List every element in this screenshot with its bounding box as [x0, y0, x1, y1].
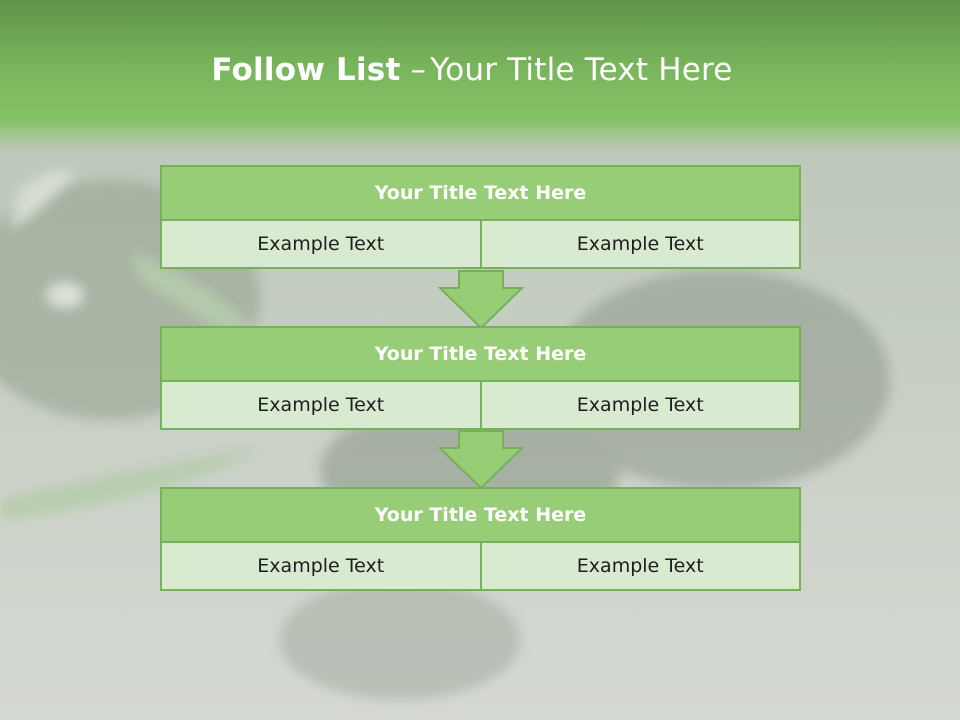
step-title: Your Title Text Here — [160, 326, 801, 382]
down-arrow-icon — [438, 430, 524, 490]
step-cell-left: Example Text — [160, 380, 482, 430]
slide-title: Follow List–Your Title Text Here — [0, 52, 944, 88]
down-arrow-icon — [438, 270, 524, 330]
title-separator: – — [410, 52, 427, 88]
title-rest-part: Your Title Text Here — [430, 52, 733, 88]
step-row: Example Text Example Text — [160, 219, 801, 269]
step-block-2: Your Title Text Here Example Text Exampl… — [160, 326, 801, 430]
step-block-3: Your Title Text Here Example Text Exampl… — [160, 487, 801, 591]
step-title: Your Title Text Here — [160, 487, 801, 543]
step-cell-left: Example Text — [160, 219, 482, 269]
step-row: Example Text Example Text — [160, 380, 801, 430]
step-block-1: Your Title Text Here Example Text Exampl… — [160, 165, 801, 269]
step-cell-left: Example Text — [160, 541, 482, 591]
step-cell-right: Example Text — [479, 219, 801, 269]
title-bold-part: Follow List — [211, 52, 401, 88]
step-row: Example Text Example Text — [160, 541, 801, 591]
step-cell-right: Example Text — [479, 541, 801, 591]
step-cell-right: Example Text — [479, 380, 801, 430]
header-band — [0, 0, 960, 150]
step-title: Your Title Text Here — [160, 165, 801, 221]
